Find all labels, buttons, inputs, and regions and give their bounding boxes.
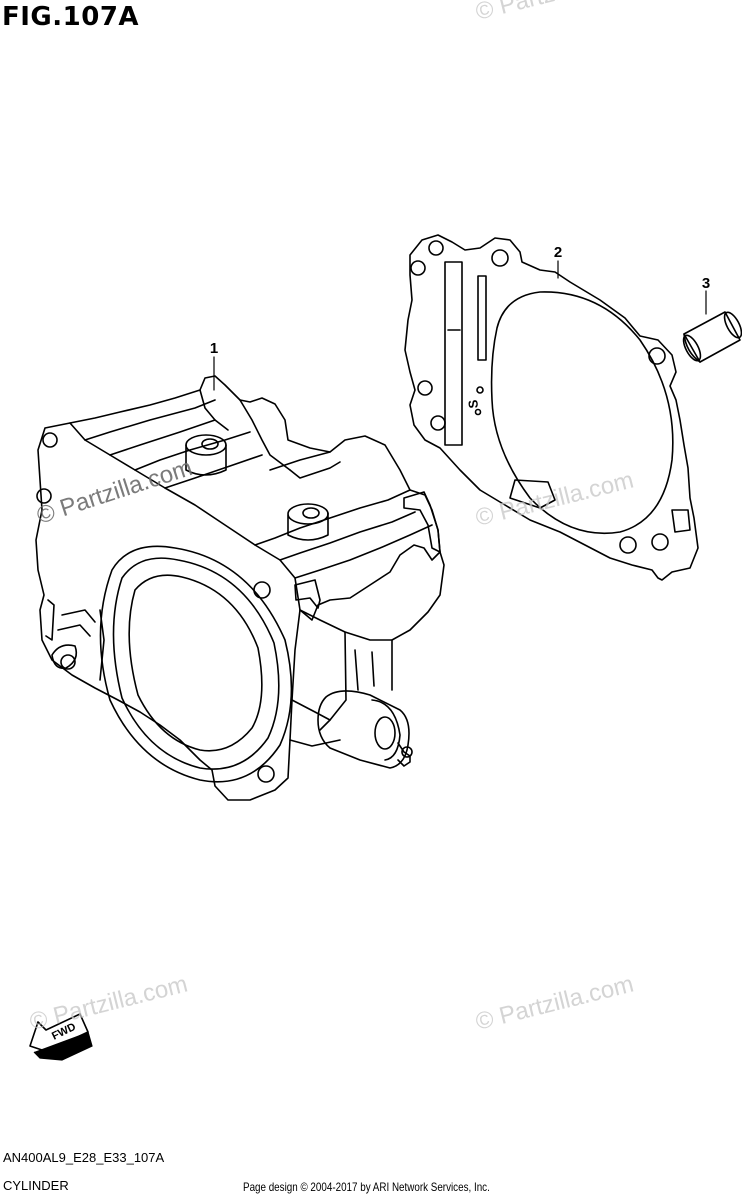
figure-title: FIG.107A xyxy=(2,2,140,32)
gasket-mark: S xyxy=(465,399,481,409)
watermark-3: © Partzilla.com xyxy=(473,467,636,532)
dowel-pin-part[interactable] xyxy=(680,310,742,363)
callout-1[interactable]: 1 xyxy=(210,340,218,357)
watermark-4: © Partzilla.com xyxy=(27,971,190,1036)
footer-copyright: Page design © 2004-2017 by ARI Network S… xyxy=(243,1180,490,1194)
figure-code: AN400AL9_E28_E33_107A xyxy=(3,1150,165,1165)
callout-3[interactable]: 3 xyxy=(702,275,710,292)
figure-name: CYLINDER xyxy=(3,1178,69,1193)
callout-2[interactable]: 2 xyxy=(554,244,562,261)
watermark-5: © Partzilla.com xyxy=(473,971,636,1036)
cylinder-head-gasket-part[interactable] xyxy=(404,234,699,581)
fwd-arrow-icon: FWD xyxy=(29,1013,93,1061)
cylinder-part[interactable] xyxy=(35,375,445,801)
watermark-2: © Partzilla.com xyxy=(473,0,636,26)
